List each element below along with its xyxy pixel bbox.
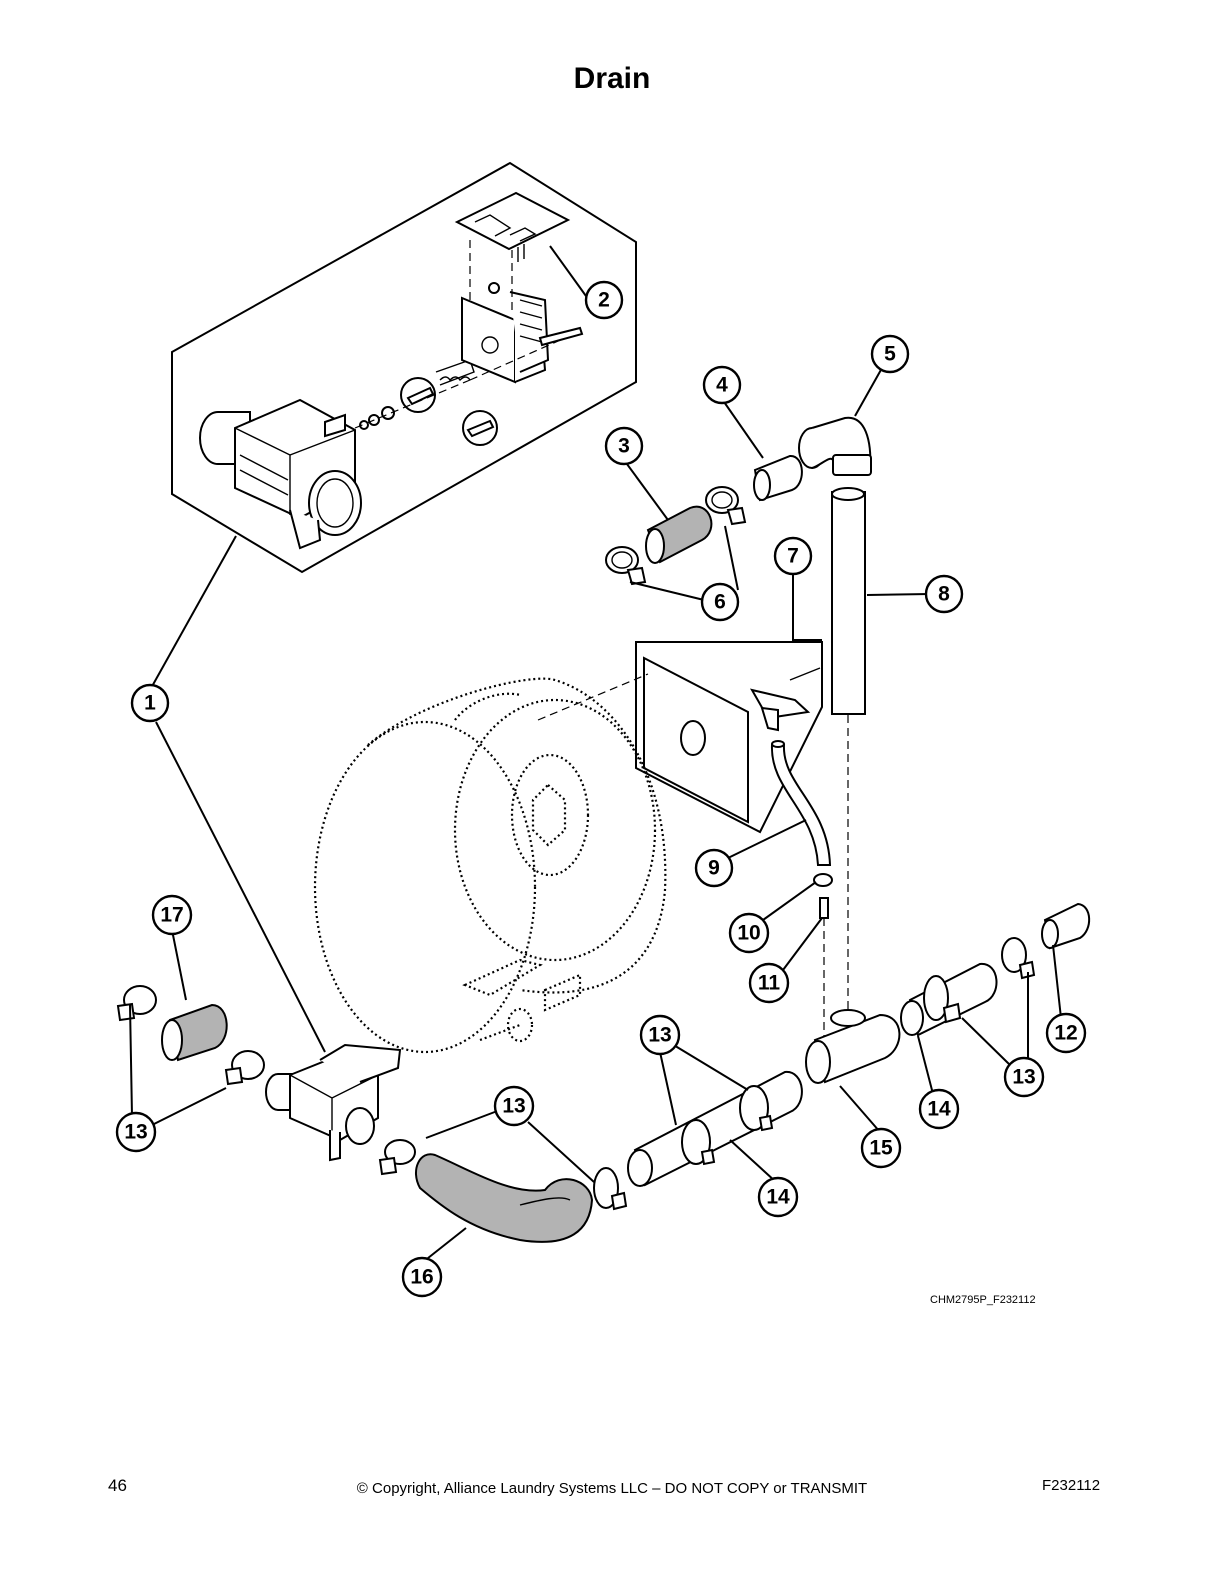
- clamp-13-hose-left: [378, 1139, 416, 1176]
- svg-text:13: 13: [124, 1121, 147, 1144]
- elbow-part-5: [798, 416, 872, 476]
- svg-text:7: 7: [787, 545, 799, 568]
- drum-outline: [313, 677, 667, 1054]
- svg-text:11: 11: [758, 972, 781, 995]
- hose-part-17: [161, 1003, 228, 1062]
- callout-7: 7: [773, 536, 813, 576]
- drum-back-inset: [635, 641, 823, 834]
- callout-13: 13: [639, 1014, 681, 1056]
- callout-9: 9: [694, 848, 734, 888]
- callout-16: 16: [401, 1256, 443, 1298]
- clamp-6-right: [705, 486, 747, 526]
- page-title: Drain: [573, 62, 651, 95]
- callout-12: 12: [1045, 1012, 1087, 1054]
- fitting-part-11: [819, 897, 829, 1040]
- svg-text:14: 14: [766, 1186, 790, 1209]
- drain-valve-assembly: [265, 1043, 402, 1162]
- svg-text:9: 9: [708, 857, 720, 880]
- callout-13: 13: [1003, 1056, 1045, 1098]
- callout-6: 6: [700, 582, 740, 622]
- tube-part-14-left: [627, 1070, 803, 1187]
- switch-plate: [454, 191, 571, 262]
- clamp-13-middle-a: [681, 1119, 716, 1166]
- svg-text:13: 13: [1012, 1066, 1035, 1089]
- callout-8: 8: [924, 574, 964, 614]
- svg-text:17: 17: [160, 904, 183, 927]
- callout-14: 14: [918, 1088, 960, 1130]
- svg-text:12: 12: [1054, 1022, 1077, 1045]
- callout-3: 3: [604, 426, 644, 466]
- svg-text:8: 8: [938, 583, 950, 606]
- clamp-part-10: [813, 873, 833, 887]
- clamp-13-far-right: [1001, 937, 1036, 980]
- hose-part-3: [645, 505, 713, 564]
- callout-10: 10: [728, 912, 770, 954]
- coupling-part-4: [753, 454, 803, 502]
- drain-valve-body: [199, 398, 362, 550]
- svg-text:13: 13: [648, 1024, 671, 1047]
- tee-part-15: [805, 1009, 901, 1084]
- drawing-code: CHM2795P_F232112: [930, 1294, 1036, 1306]
- valve-hardware: [359, 359, 498, 446]
- svg-text:1: 1: [144, 692, 156, 715]
- document-code: F232112: [1042, 1477, 1101, 1494]
- clamp-13-valve: [224, 1050, 265, 1086]
- svg-text:15: 15: [869, 1137, 893, 1160]
- svg-text:4: 4: [716, 374, 728, 397]
- drain-valve-inset: [171, 161, 637, 574]
- svg-text:3: 3: [618, 435, 630, 458]
- svg-text:13: 13: [502, 1095, 525, 1118]
- clamp-6-left: [605, 546, 647, 586]
- svg-text:5: 5: [884, 343, 896, 366]
- svg-text:2: 2: [598, 289, 610, 312]
- callout-13: 13: [493, 1085, 535, 1127]
- svg-text:14: 14: [927, 1098, 951, 1121]
- clamp-13-hose-right: [593, 1167, 628, 1211]
- clamp-13-tee-right: [923, 975, 962, 1024]
- hose-part-16: [415, 1153, 594, 1243]
- svg-text:6: 6: [714, 591, 726, 614]
- svg-text:16: 16: [410, 1266, 433, 1289]
- callout-14: 14: [757, 1176, 799, 1218]
- callout-2: 2: [584, 280, 624, 320]
- drain-valve-motor: [461, 282, 584, 384]
- standpipe-part-8: [831, 487, 866, 715]
- callout-1: 1: [130, 683, 170, 723]
- callout-13: 13: [115, 1111, 157, 1153]
- coupling-part-12: [1041, 902, 1091, 950]
- page-number: 46: [108, 1476, 127, 1495]
- callout-11: 11: [748, 962, 790, 1004]
- clamp-13-middle-b: [739, 1085, 774, 1132]
- callout-15: 15: [860, 1127, 902, 1169]
- copyright-notice: © Copyright, Alliance Laundry Systems LL…: [356, 1480, 868, 1497]
- tube-part-9: [770, 740, 832, 866]
- leader-lines: [129, 245, 1062, 1263]
- svg-text:10: 10: [737, 922, 760, 945]
- callout-5: 5: [870, 334, 910, 374]
- clamp-13-far-left: [116, 985, 157, 1022]
- callout-17: 17: [151, 894, 193, 936]
- callout-4: 4: [702, 365, 742, 405]
